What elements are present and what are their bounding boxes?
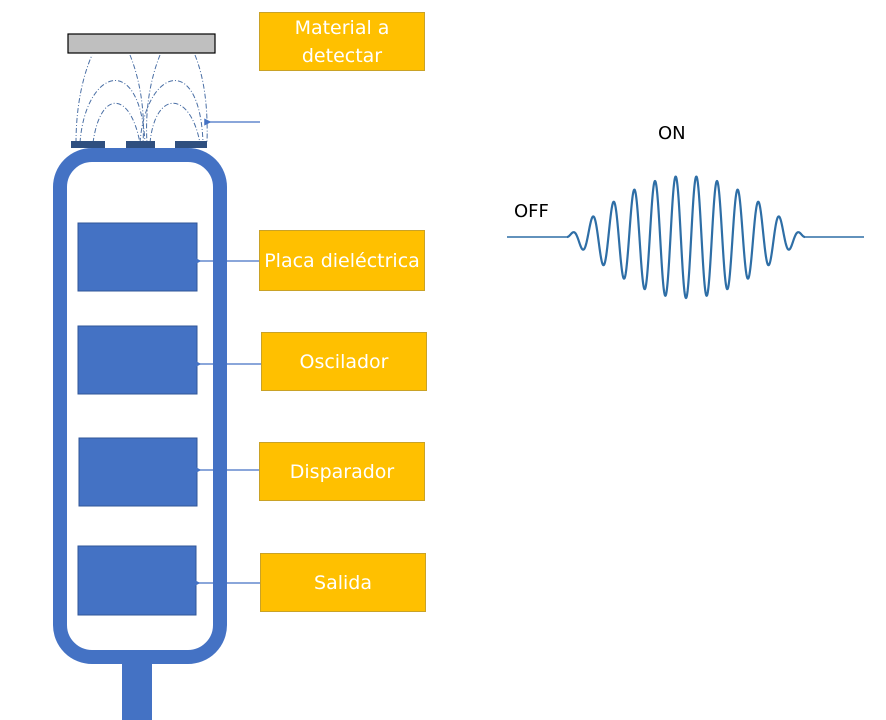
label-material-a-detectar: Material a detectar	[259, 12, 425, 71]
label-salida-text: Salida	[314, 571, 372, 594]
block-salida	[77, 545, 197, 616]
electrode-left	[71, 141, 105, 148]
sensor-housing	[53, 148, 227, 664]
label-oscilador-text: Oscilador	[299, 350, 389, 373]
wave-off-label: OFF	[514, 201, 549, 222]
label-disparador: Disparador	[259, 442, 425, 501]
label-salida: Salida	[260, 553, 426, 612]
block-placa-dielectrica	[77, 222, 198, 292]
oscillation-wave	[507, 175, 864, 300]
target-material-plate	[67, 33, 216, 54]
electric-field-lines	[75, 54, 208, 144]
electrode-center	[126, 141, 155, 148]
wave-burst	[566, 175, 806, 300]
label-placa-text: Placa dieléctrica	[264, 249, 420, 272]
electrode-right	[175, 141, 207, 148]
label-material-text: Material a detectar	[294, 16, 390, 67]
block-oscilador	[77, 325, 198, 395]
sensor-stem	[122, 663, 152, 720]
label-placa-dielectrica: Placa dieléctrica	[259, 230, 425, 291]
label-oscilador: Oscilador	[261, 332, 427, 391]
label-disparador-text: Disparador	[289, 460, 395, 483]
block-disparador	[78, 437, 198, 507]
wave-on-label: ON	[658, 123, 686, 144]
